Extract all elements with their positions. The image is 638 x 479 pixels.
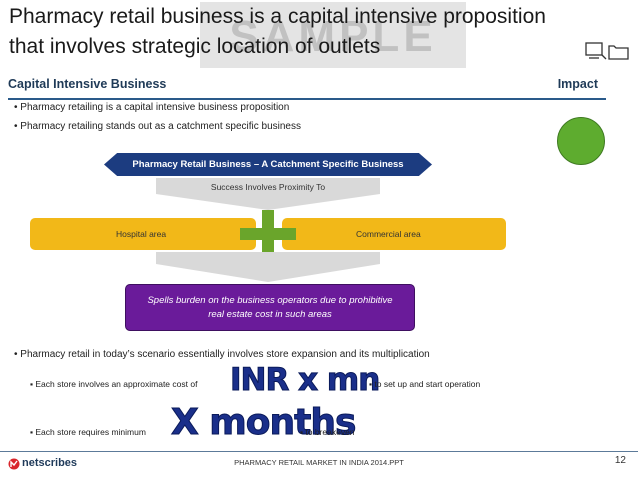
proximity-chevron bbox=[156, 178, 380, 210]
footer-document-name: PHARMACY RETAIL MARKET IN INDIA 2014.PPT bbox=[234, 458, 404, 467]
bullet-capital-intensive: Pharmacy retailing is a capital intensiv… bbox=[14, 101, 289, 115]
bullet-catchment-specific: Pharmacy retailing stands out as a catch… bbox=[14, 120, 301, 134]
commercial-area-box: Commercial area bbox=[282, 218, 506, 250]
title-line-2: that involves strategic location of outl… bbox=[9, 35, 381, 58]
header-rule bbox=[8, 98, 606, 100]
diagram-header-banner: Pharmacy Retail Business – A Catchment S… bbox=[104, 153, 432, 176]
folder-icon bbox=[608, 45, 629, 60]
real-estate-burden-text: Spells burden on the business operators … bbox=[147, 294, 393, 320]
section-heading: Capital Intensive Business bbox=[8, 77, 167, 91]
cost-value-highlight: INR x mn bbox=[229, 362, 380, 399]
result-chevron bbox=[156, 252, 380, 282]
sub-bullet-time-suffix: to breakeven bbox=[300, 426, 354, 438]
proximity-label: Success Involves Proximity To bbox=[210, 182, 326, 192]
hospital-area-label: Hospital area bbox=[116, 229, 167, 239]
bullet-store-expansion: Pharmacy retail in today’s scenario esse… bbox=[14, 348, 429, 362]
logo-text: netscribes bbox=[22, 457, 78, 469]
sub-bullet-cost-suffix: to set up and start operation bbox=[369, 378, 480, 390]
real-estate-burden-box: Spells burden on the business operators … bbox=[125, 284, 415, 331]
hospital-area-box: Hospital area bbox=[30, 218, 256, 250]
section-header: Capital Intensive Business Impact bbox=[8, 77, 604, 97]
sub-bullet-time-prefix: Each store requires minimum bbox=[30, 426, 146, 438]
impact-indicator bbox=[557, 117, 605, 165]
commercial-area-label: Commercial area bbox=[356, 229, 421, 239]
plus-icon bbox=[240, 210, 296, 258]
slide-title: Pharmacy retail business is a capital in… bbox=[9, 2, 609, 62]
impact-heading: Impact bbox=[557, 77, 598, 91]
netscribes-logo-mark-icon bbox=[8, 458, 20, 470]
netscribes-logo: netscribes bbox=[8, 456, 98, 472]
sample-watermark: SAMPLE bbox=[200, 2, 466, 68]
sub-bullet-cost-prefix: Each store involves an approximate cost … bbox=[30, 378, 197, 390]
title-line-1: Pharmacy retail business is a capital in… bbox=[9, 5, 546, 28]
page-number: 12 bbox=[614, 455, 626, 466]
footer-rule bbox=[0, 451, 638, 452]
monitor-icon bbox=[585, 42, 607, 60]
header-icons bbox=[585, 42, 629, 60]
